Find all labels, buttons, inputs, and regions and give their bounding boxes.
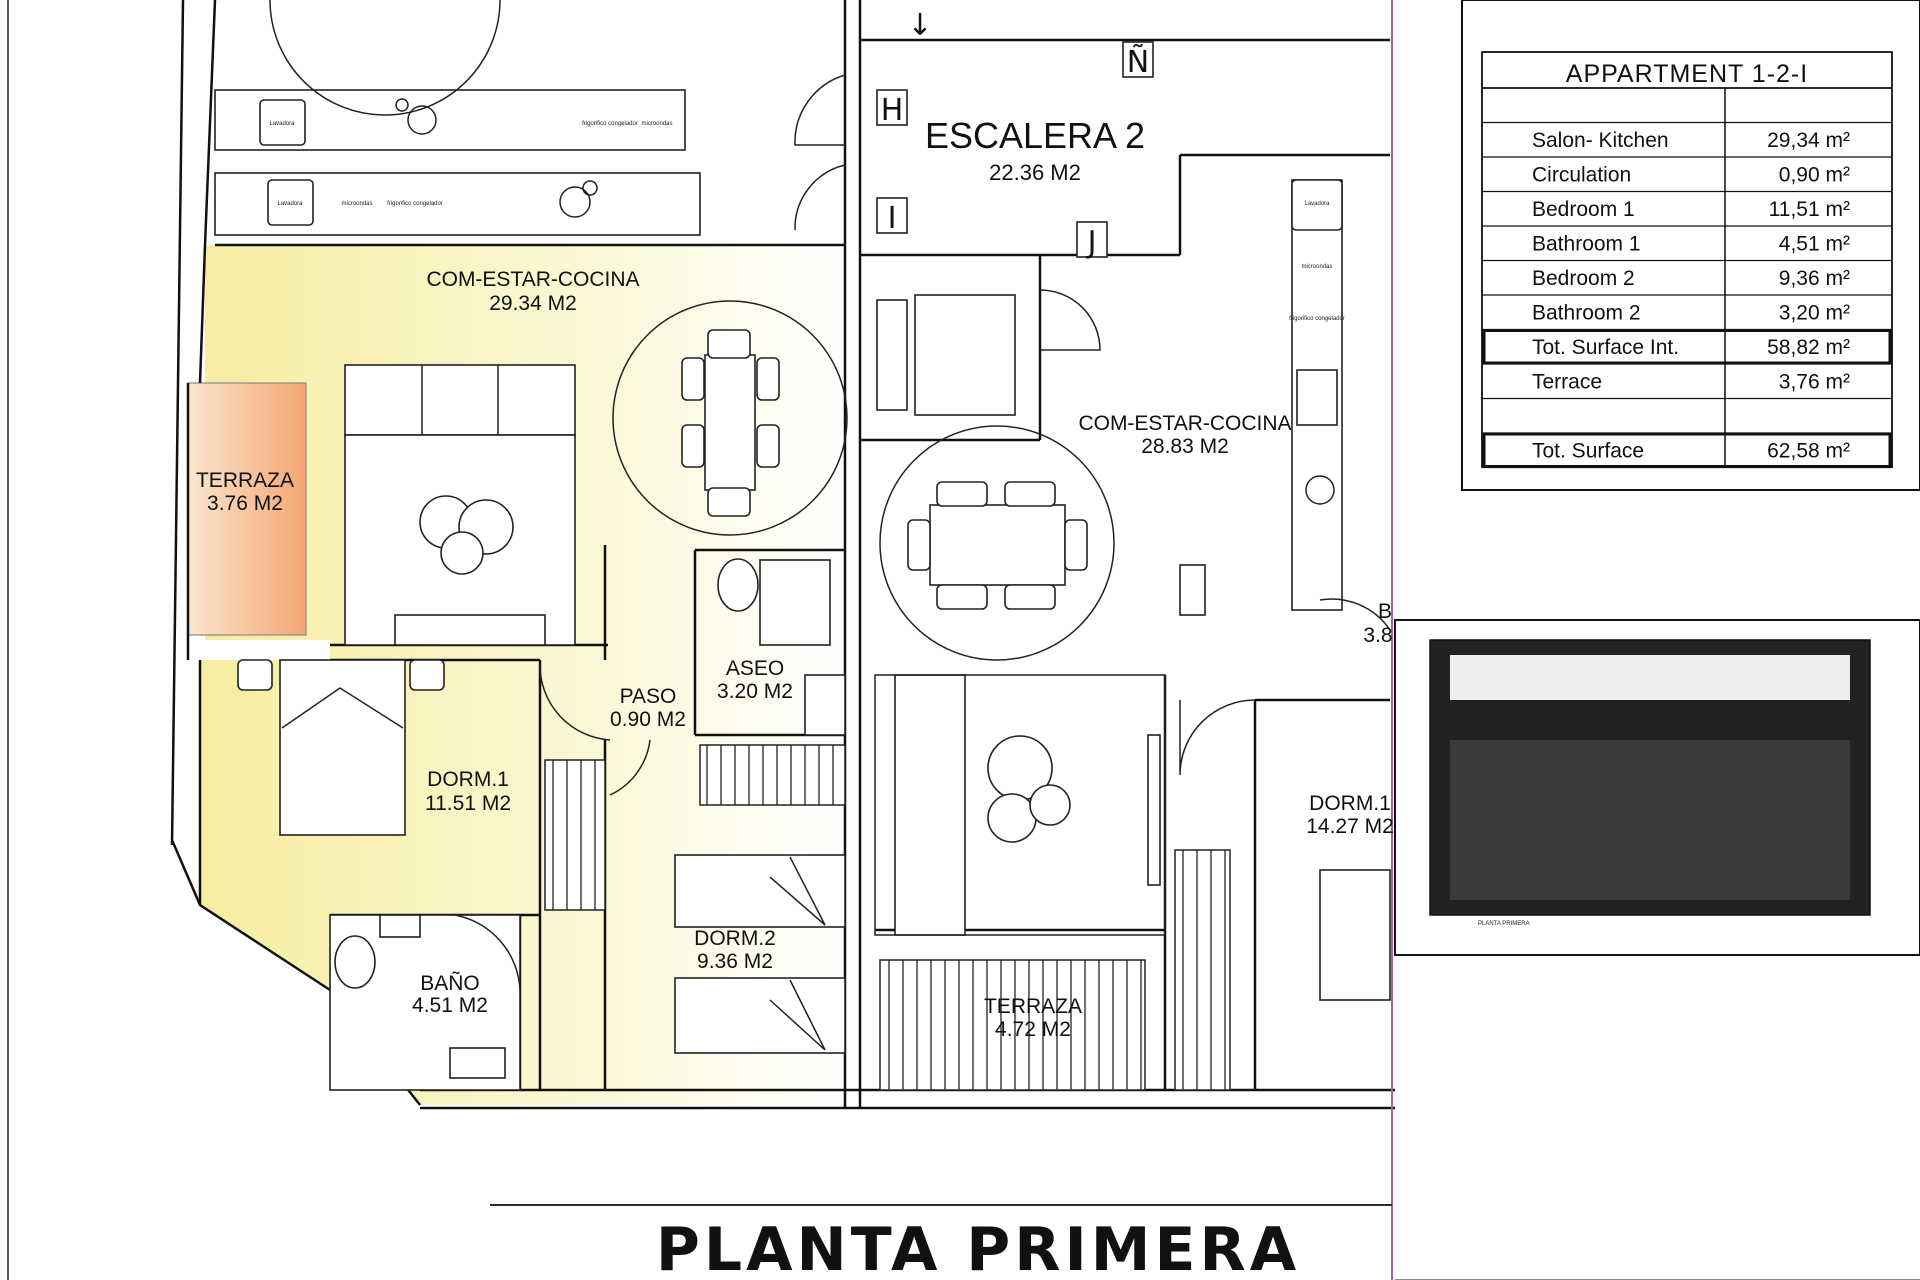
room-area: 22.36 M2 [989,160,1081,185]
room-name: DORM.2 [694,927,776,950]
table-row-value: 3,76 m² [1779,371,1850,394]
plan-title: PLANTA PRIMERA [656,1215,1300,1280]
room-area: 28.83 M2 [1141,435,1229,458]
room-name: BAÑO [420,971,480,995]
furniture [237,0,1920,1280]
table-row: Bedroom 2 9,36 m² [1482,267,1892,296]
room-dorm-1: DORM.1 11.51 M2 [425,768,511,815]
table-row: Bathroom 1 4,51 m² [1482,233,1892,262]
microwave-label: microondas [641,121,672,127]
fridge-label: frigorifico congelador [387,201,443,207]
table-row-label: Bedroom 1 [1532,198,1635,221]
room-paso: PASO 0.90 M2 [610,685,686,731]
room-area: 3.76 M2 [207,492,283,515]
room-name: COM-ESTAR-COCINA [1078,412,1291,435]
dining-circle [612,300,848,536]
room-escalera-2: ESCALERA 2 22.36 M2 [925,115,1145,185]
room-dorm-1-b: DORM.1 14.27 M2 [1306,792,1394,838]
table-row: Circulation 0,90 m² [1482,164,1892,193]
table-row-label: Tot. Surface [1532,440,1644,463]
table-row-value: 3,20 m² [1779,302,1850,325]
room-com-estar-cocina-2: COM-ESTAR-COCINA 28.83 M2 [1078,412,1291,458]
room-terraza-1: TERRAZA 3.76 M2 [196,469,294,515]
microwave-label: microondas [341,201,372,207]
terrace-fill [187,382,307,636]
room-area: 29.34 M2 [489,292,577,315]
room-partial: B 3.8 [1363,600,1392,647]
room-area: 0.90 M2 [610,708,686,731]
washer-label: Lavadora [269,121,295,127]
room-aseo: ASEO 3.20 M2 [717,657,793,703]
table-row-value: 4,51 m² [1779,233,1850,256]
room-area: 14.27 M2 [1306,815,1394,838]
table-row-label: Bathroom 2 [1532,302,1641,325]
table-row: Tot. Surface 62,58 m² [1482,432,1892,469]
table-row-value: 11,51 m² [1769,198,1850,221]
room-com-estar-cocina-1: COM-ESTAR-COCINA 29.34 M2 [426,268,639,315]
room-labels: COM-ESTAR-COCINA 29.34 M2 TERRAZA 3.76 M… [196,115,1394,1041]
room-name: ASEO [726,657,784,680]
room-bano: BAÑO 4.51 M2 [412,971,488,1017]
table-row: Bedroom 1 11,51 m² [1482,198,1892,227]
room-terraza-2: TERRAZA 4.72 M2 [984,995,1082,1041]
table-row-label: Terrace [1532,371,1602,394]
marker-n: Ñ [1127,44,1149,80]
table-row-label: Bathroom 1 [1532,233,1641,256]
down-arrow-icon: ↓ [907,8,932,43]
room-name: PASO [620,685,677,708]
table-row: Terrace 3,76 m² [1482,371,1892,400]
marker-j: J [1086,225,1097,260]
table-row: Salon- Kitchen 29,34 m² [1482,129,1892,158]
table-row-highlight-box [1482,329,1892,365]
room-name: ESCALERA 2 [925,115,1145,156]
appliance-labels: Lavadora Lavadora microondas frigorifico… [269,121,1344,322]
stair-markers: Ñ H I J ↓ [876,8,1154,260]
marker-h: H [881,93,904,128]
table-row-value: 29,34 m² [1767,129,1850,152]
room-name: B [1378,600,1392,623]
room-area: 11.51 M2 [425,792,511,815]
table-row-value: 62,58 m² [1767,440,1850,463]
room-name: DORM.1 [427,768,509,791]
room-name: TERRAZA [984,995,1082,1018]
table-row-value: 58,82 m² [1767,336,1850,359]
fridge-label: frigorifico congelador [1289,316,1345,322]
room-area: 4.72 M2 [995,1018,1071,1041]
fridge-label: frigorifico congelador [582,121,638,127]
room-name: DORM.1 [1309,792,1391,815]
table-row-value: 0,90 m² [1779,164,1850,187]
summary-table: Salon- Kitchen 29,34 m² Circulation 0,90 m²… [1461,0,1920,491]
room-area: 4.51 M2 [412,994,488,1017]
key-plan-label: PLANTA PRIMERA [1478,921,1530,927]
room-area: 9.36 M2 [697,950,773,973]
room-name: COM-ESTAR-COCINA [426,268,639,291]
summary-title: APPARTMENT 1-2-I [1566,60,1808,88]
room-area: 3.8 [1363,624,1392,647]
microwave-label: microondas [1301,264,1332,270]
table-row-label: Bedroom 2 [1532,267,1635,290]
washer-label: Lavadora [1304,201,1330,207]
walls [7,0,1395,1280]
marker-i: I [888,201,897,236]
table-row: Tot. Surface Int. 58,82 m² [1482,329,1892,365]
table-row-label: Circulation [1532,164,1631,187]
washer-label: Lavadora [277,201,303,207]
room-area: 3.20 M2 [717,680,793,703]
room-dorm-2: DORM.2 9.36 M2 [694,927,776,973]
table-row-label: Tot. Surface Int. [1532,336,1679,359]
table-row-value: 9,36 m² [1779,267,1850,290]
room-name: TERRAZA [196,469,294,492]
table-row-highlight-box [1482,432,1892,468]
table-row-label: Salon- Kitchen [1532,129,1669,152]
